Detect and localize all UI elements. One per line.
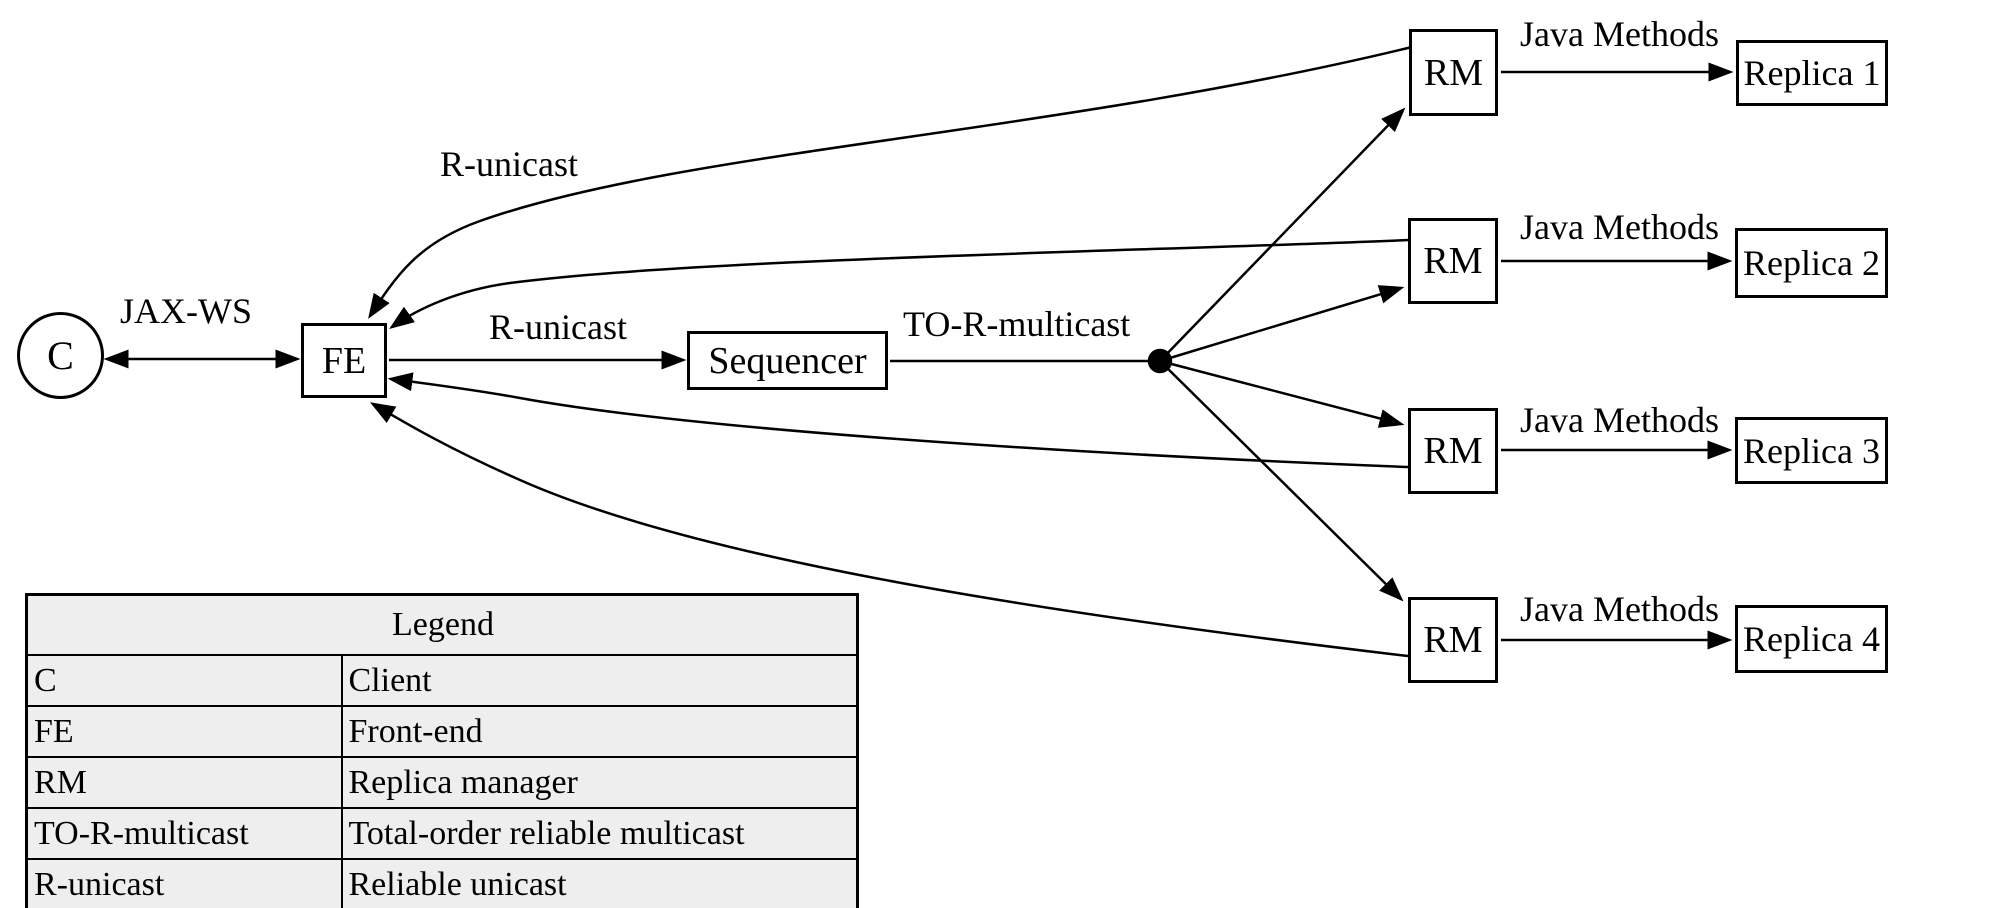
edge-multicast-rm1 bbox=[1159, 107, 1406, 362]
edge-multicast-rm2 bbox=[1159, 285, 1405, 363]
edge-label-r-unicast-forward: R-unicast bbox=[489, 307, 627, 347]
edge-multicast-rm3 bbox=[1159, 359, 1405, 428]
node-replica-2: Replica 2 bbox=[1735, 228, 1888, 298]
node-rm-4: RM bbox=[1408, 597, 1498, 683]
node-rm-2: RM bbox=[1408, 218, 1498, 304]
legend-definition: Client bbox=[340, 654, 859, 707]
legend-definition: Reliable unicast bbox=[340, 858, 859, 908]
edge-label-java-methods-3: Java Methods bbox=[1520, 400, 1719, 440]
edge-rm4-fe-return bbox=[369, 402, 1409, 658]
edge-label-java-methods-4: Java Methods bbox=[1520, 589, 1719, 629]
multicast-junction-dot bbox=[1147, 348, 1173, 374]
node-client-label: C bbox=[47, 332, 74, 378]
node-replica-3: Replica 3 bbox=[1735, 417, 1888, 484]
legend-definition: Front-end bbox=[340, 705, 859, 758]
node-sequencer: Sequencer bbox=[687, 331, 888, 390]
legend-row-r-unicast: R-unicast Reliable unicast bbox=[25, 858, 859, 908]
legend-term: C bbox=[25, 654, 343, 707]
legend-row-client: C Client bbox=[25, 654, 859, 707]
node-rm-1-label: RM bbox=[1423, 51, 1484, 94]
node-replica-3-label: Replica 3 bbox=[1743, 430, 1880, 471]
node-rm-4-label: RM bbox=[1423, 619, 1483, 661]
edge-label-java-methods-1: Java Methods bbox=[1520, 14, 1719, 54]
legend-row-to-r-multicast: TO-R-multicast Total-order reliable mult… bbox=[25, 807, 859, 860]
edge-label-r-unicast-return: R-unicast bbox=[440, 144, 578, 184]
node-replica-1-label: Replica 1 bbox=[1743, 53, 1881, 93]
legend-row-replica-manager: RM Replica manager bbox=[25, 756, 859, 809]
node-rm-1: RM bbox=[1409, 29, 1498, 116]
legend-term: R-unicast bbox=[25, 858, 343, 908]
legend-row-front-end: FE Front-end bbox=[25, 705, 859, 758]
node-replica-4: Replica 4 bbox=[1735, 605, 1888, 673]
edge-rm2-fe-return bbox=[389, 238, 1410, 330]
edge-label-java-methods-2: Java Methods bbox=[1520, 207, 1719, 247]
edge-rm1-fe-return bbox=[368, 45, 1413, 319]
node-rm-2-label: RM bbox=[1423, 240, 1483, 282]
node-rm-3: RM bbox=[1408, 408, 1498, 494]
legend-term: FE bbox=[25, 705, 343, 758]
edge-multicast-rm4 bbox=[1159, 360, 1404, 602]
legend-header-row: Legend bbox=[25, 593, 859, 656]
node-replica-4-label: Replica 4 bbox=[1743, 619, 1880, 659]
legend-term: TO-R-multicast bbox=[25, 807, 343, 860]
edge-label-jax-ws: JAX-WS bbox=[120, 291, 252, 331]
node-sequencer-label: Sequencer bbox=[708, 339, 867, 382]
edge-rm3-fe-return bbox=[387, 372, 1409, 469]
legend-definition: Replica manager bbox=[340, 756, 859, 809]
node-front-end: FE bbox=[301, 323, 387, 398]
legend-title: Legend bbox=[25, 593, 859, 656]
node-replica-1: Replica 1 bbox=[1736, 40, 1888, 106]
node-client: C bbox=[17, 312, 104, 399]
legend-definition: Total-order reliable multicast bbox=[340, 807, 859, 860]
legend-table: Legend C Client FE Front-end RM Replica … bbox=[25, 593, 859, 908]
edge-label-to-r-multicast: TO-R-multicast bbox=[903, 304, 1131, 344]
node-front-end-label: FE bbox=[321, 339, 367, 382]
node-replica-2-label: Replica 2 bbox=[1743, 243, 1880, 283]
legend-term: RM bbox=[25, 756, 343, 809]
node-rm-3-label: RM bbox=[1423, 430, 1483, 472]
